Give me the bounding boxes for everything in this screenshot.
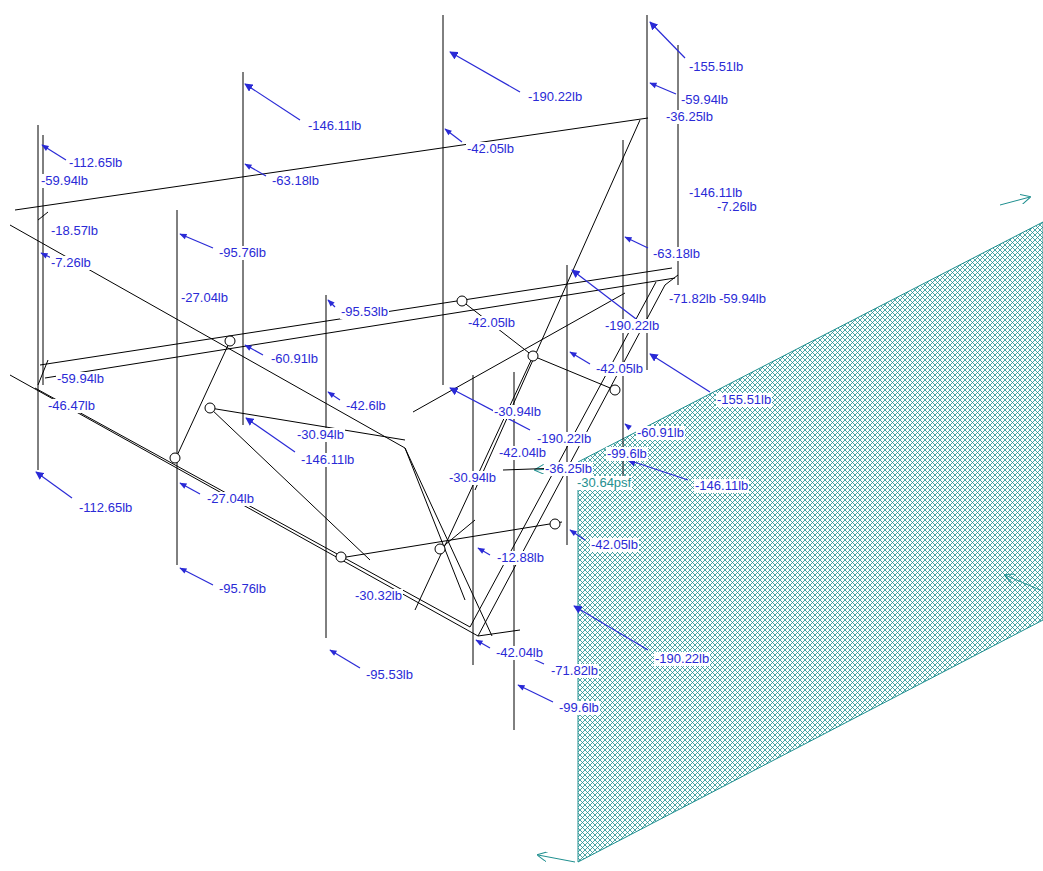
load-label: -30.94lb (448, 471, 497, 485)
load-label: -46.47lb (47, 399, 96, 413)
load-label: -95.53lb (365, 668, 414, 682)
load-label: -99.6lb (558, 701, 600, 715)
load-label: -155.51lb (716, 393, 772, 407)
load-label: -190.22lb (604, 319, 660, 333)
load-label: -95.76lb (218, 246, 267, 260)
load-label: -12.88lb (496, 551, 545, 565)
load-label: -60.91lb (636, 426, 685, 440)
load-label: -95.76lb (218, 582, 267, 596)
load-label: -112.65lb (68, 156, 123, 170)
load-label: -30.94lb (493, 405, 542, 419)
load-label: -42.6lb (345, 399, 387, 413)
load-label: -60.91lb (270, 352, 319, 366)
load-label: -36.25lb (544, 462, 593, 476)
load-label: -7.26lb (716, 200, 758, 214)
load-label: -59.94lb (40, 174, 89, 188)
load-label: -155.51lb (688, 60, 744, 74)
load-label: -27.04lb (206, 492, 255, 506)
load-label: -42.04lb (498, 446, 547, 460)
load-label: -18.57lb (50, 224, 99, 238)
load-label: -190.22lb (654, 652, 710, 666)
load-lines (38, 15, 678, 730)
load-label: -146.11lb (307, 119, 362, 133)
load-label: -190.22lb (536, 432, 592, 446)
load-label: -7.26lb (50, 256, 92, 270)
load-label: -99.6lb (606, 447, 648, 461)
load-surface (535, 197, 1043, 862)
load-label: -42.05lb (467, 316, 516, 330)
load-label: -63.18lb (652, 247, 701, 261)
load-label: -95.53lb (340, 305, 389, 319)
pressure-label: -30.64psf (576, 476, 632, 490)
load-label: -27.04lb (180, 291, 229, 305)
load-label: -112.65lb (78, 501, 133, 515)
load-label: -42.05lb (466, 142, 515, 156)
load-label: -190.22lb (527, 90, 583, 104)
joints (170, 296, 620, 562)
truss-members (10, 118, 678, 636)
load-label: -71.82lb (668, 292, 717, 306)
load-label: -30.94lb (296, 428, 345, 442)
load-label: -71.82lb (550, 664, 599, 678)
load-label: -30.32lb (354, 589, 403, 603)
load-label: -42.05lb (595, 362, 644, 376)
load-label: -146.11lb (300, 453, 355, 467)
load-arrows (36, 22, 710, 702)
load-label: -59.94lb (56, 372, 105, 386)
load-label: -42.05lb (590, 538, 639, 552)
load-label: -59.94lb (680, 93, 729, 107)
load-label: -36.25lb (665, 110, 714, 124)
load-label: -146.11lb (694, 479, 749, 493)
load-label: -146.11lb (688, 186, 743, 200)
load-label: -59.94lb (718, 292, 767, 306)
load-label: -42.04lb (495, 646, 544, 660)
load-label: -63.18lb (271, 174, 320, 188)
